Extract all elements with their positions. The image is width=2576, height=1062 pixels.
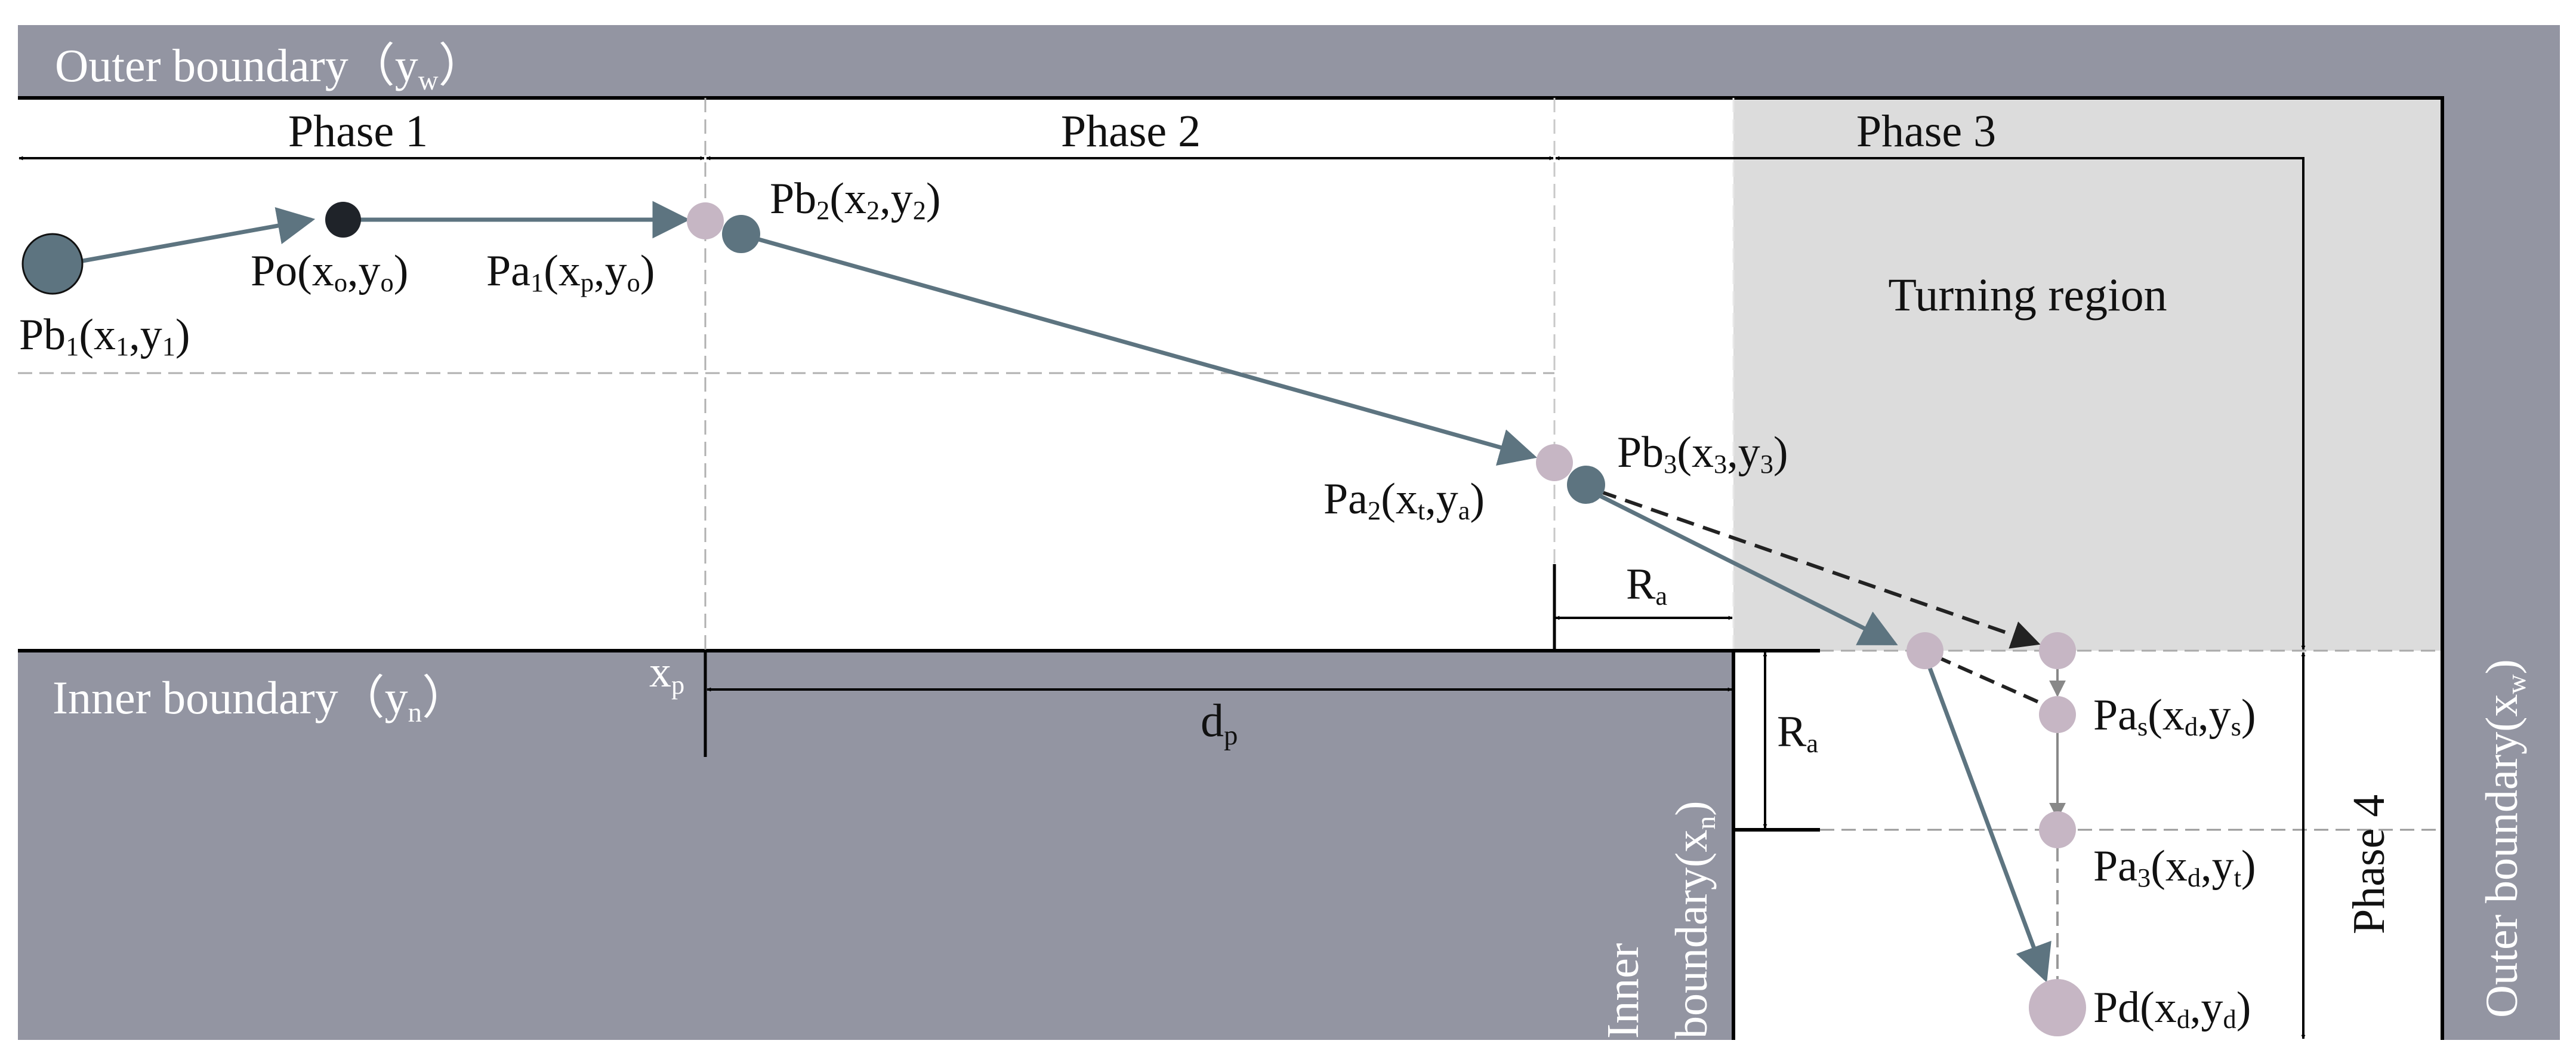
label-pb3: Pb3(x3,y3) [1617,428,1788,479]
label-pa2: Pa2(xt,ya) [1324,475,1485,525]
point-pas [2039,696,2076,733]
inner-boundary-vertical-label-line1: Inner [1598,943,1648,1039]
trajectory-pb3-turn [1598,493,1898,646]
phase4-label: Phase 4 [2344,795,2394,934]
inner-boundary-label: Inner boundary（yn） [53,672,468,728]
point-pb1 [21,233,84,295]
phase3-label: Phase 3 [1856,106,1996,156]
trajectory-pb1-po [79,207,316,264]
turning-region-label: Turning region [1888,269,2167,321]
ra-horizontal-label: Ra [1626,560,1667,611]
inner-boundary-vertical-label-line2: boundary(xn) [1667,801,1721,1039]
point-pa3 [2039,811,2076,848]
dashed-turn-pas [1935,655,2049,708]
phase3-arrow [1555,156,2306,650]
phase2-label: Phase 2 [1061,106,1201,156]
ra-vertical-label: Ra [1777,707,1818,758]
label-pa1: Pa1(xp,yo) [486,247,655,297]
inner-boundary-block [18,651,1733,1040]
outer-boundary-right-band [2444,25,2560,1040]
point-turn [1906,632,1943,669]
point-po [325,202,361,238]
trajectory-turn-pd [1925,660,2051,983]
label-pd: Pd(xd,yd) [2093,983,2251,1034]
outer-boundary-top-band [18,25,2560,97]
trajectory-pb2-pa2 [756,236,1538,466]
label-pb2: Pb2(x2,y2) [770,174,941,225]
phase1-label: Phase 1 [288,106,428,156]
outer-boundary-top-label: Outer boundary（yw） [55,39,485,96]
label-po: Po(xo,yo) [251,247,408,297]
turning-region [1733,98,2442,651]
label-pb1: Pb1(x1,y1) [19,310,190,361]
label-pas: Pas(xd,ys) [2093,691,2256,741]
dashed-pb3-target [1599,490,2041,649]
point-pd [2029,979,2086,1036]
point-target [2039,632,2076,669]
point-pa1 [687,202,724,239]
point-pb2 [722,215,760,253]
xp-label: xp [649,648,684,700]
point-pb3 [1567,466,1605,504]
point-pa2 [1536,444,1573,481]
outer-boundary-right-label: Outer boundary(xw) [2477,659,2531,1018]
label-pa3: Pa3(xd,yt) [2093,842,2256,892]
dp-label: dp [1201,694,1238,751]
